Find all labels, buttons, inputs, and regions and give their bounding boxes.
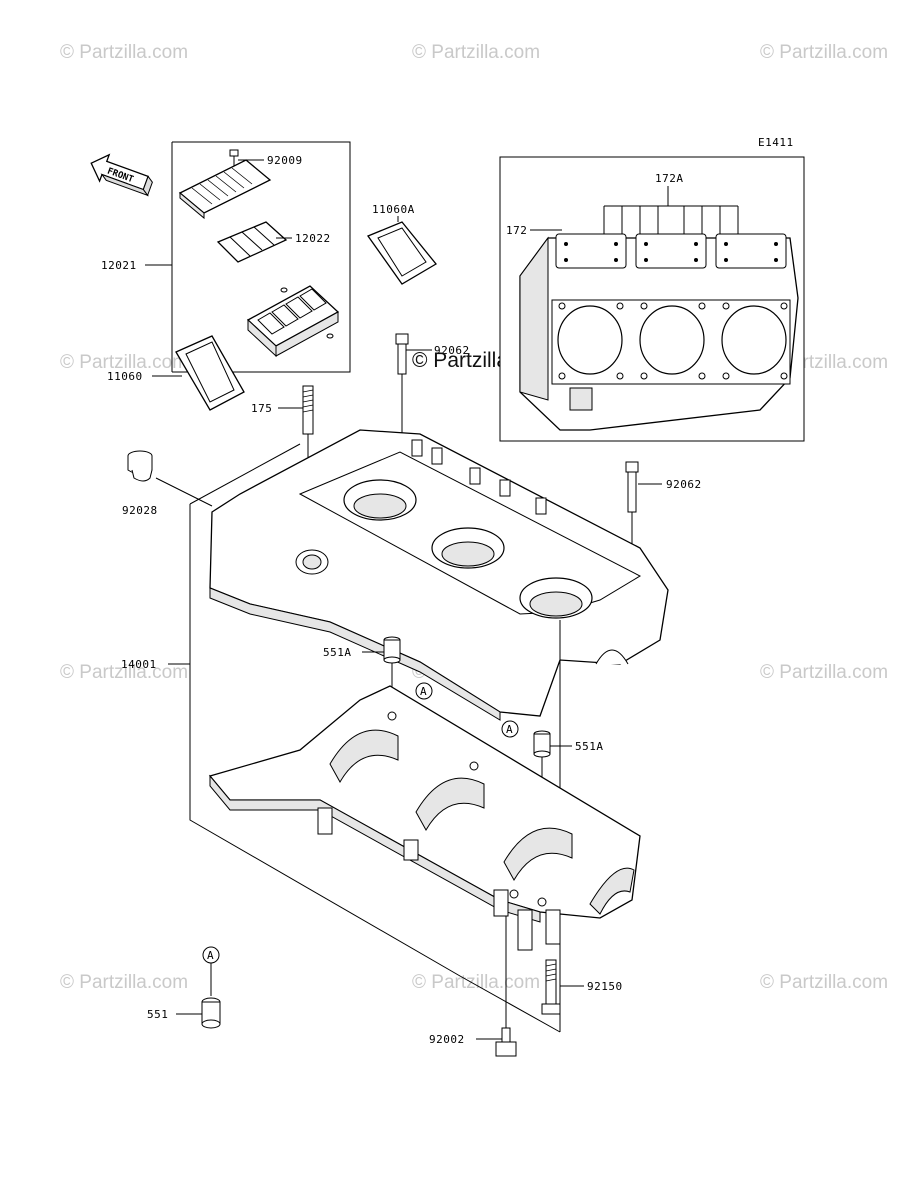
plug-92028: 92028 [122, 450, 213, 517]
watermark: © Partzilla.com [60, 42, 188, 63]
callout-551A-right: 551A [575, 740, 604, 753]
bolt-92150: 92150 [541, 959, 623, 1015]
callout-551: 551 [147, 1008, 168, 1021]
callout-92062: 92062 [666, 478, 702, 491]
diagram-code: E1411 [758, 136, 794, 149]
bolt-92002: 92002 [429, 916, 517, 1057]
ref-marker-a: A [501, 720, 519, 738]
callout-12021: 12021 [101, 259, 137, 272]
callout-92009: 92009 [267, 154, 303, 167]
callout-11060A: 11060A [372, 203, 415, 216]
ref-marker-a: A [202, 946, 220, 964]
upper-crankcase [209, 429, 669, 721]
reed-cage [246, 285, 340, 358]
gasket-11060: 11060 [107, 335, 245, 411]
callout-14001: 14001 [121, 658, 157, 671]
watermark: © Partzilla.com [760, 42, 888, 63]
callout-172A: 172A [655, 172, 684, 185]
callout-172: 172 [506, 224, 527, 237]
svg-text:A: A [207, 949, 214, 962]
watermark: © Partzilla.com [760, 972, 888, 993]
dowel-551: 551 [147, 997, 221, 1029]
watermark: © Partzilla.com [60, 972, 188, 993]
callout-92028: 92028 [122, 504, 158, 517]
svg-text:A: A [506, 723, 513, 736]
reed-petals [216, 221, 288, 263]
callout-92062-top: 92062 [434, 344, 470, 357]
front-arrow-icon: FRONT [90, 153, 153, 197]
lower-crankcase [208, 685, 641, 951]
watermark: © Partzilla.com [760, 662, 888, 683]
svg-text:A: A [420, 685, 427, 698]
reed-valve-group: 92009 12022 12021 [101, 141, 351, 373]
watermark: © Partzilla.com [60, 352, 188, 373]
callout-175: 175 [251, 402, 272, 415]
callout-551A-left: 551A [323, 646, 352, 659]
callout-92150: 92150 [587, 980, 623, 993]
gasket-11060A: 11060A [366, 203, 437, 285]
callout-11060: 11060 [107, 370, 143, 383]
watermark: © Partzilla.com [60, 662, 188, 683]
watermark: © Partzilla.com [412, 972, 540, 993]
cylinder-inset: 172A 172 [499, 156, 805, 442]
ref-marker-a: A [415, 682, 433, 700]
callout-12022: 12022 [295, 232, 331, 245]
bolt-92062-top: 92062 [395, 333, 470, 440]
reed-stopper-plate [178, 149, 272, 220]
watermark: © Partzilla.com [412, 42, 540, 63]
callout-92002: 92002 [429, 1033, 465, 1046]
dowel-551A-left: 551A [323, 636, 401, 712]
